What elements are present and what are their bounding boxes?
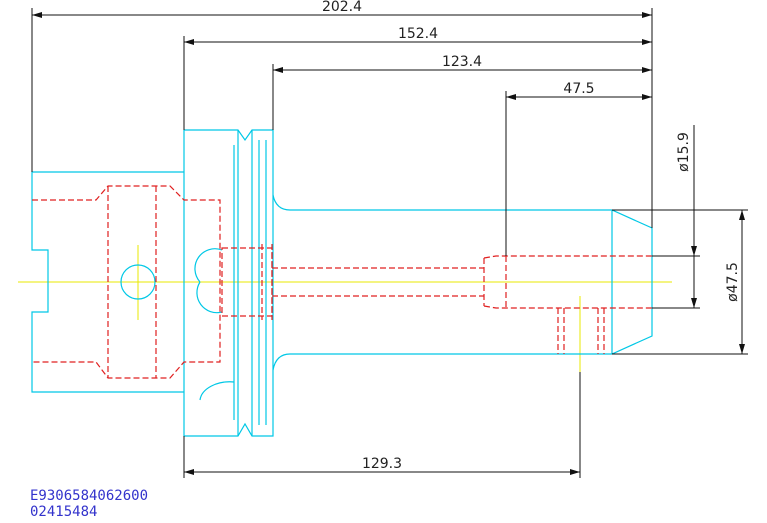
dim-bore-diameter: ø15.9 xyxy=(676,132,692,172)
dim-bore-depth: 47.5 xyxy=(563,81,594,97)
part-code-line-2: 02415484 xyxy=(30,504,98,520)
dimension-arrows xyxy=(32,12,745,475)
dim-neck-to-tip: 123.4 xyxy=(442,54,482,70)
part-code-line-1: E9306584062600 xyxy=(30,488,149,504)
centerline xyxy=(18,245,672,372)
holder-outline xyxy=(31,129,653,437)
dim-overall-length: 202.4 xyxy=(322,0,362,15)
dim-nose-diameter: ø47.5 xyxy=(725,262,741,302)
dimension-labels: 202.4 152.4 123.4 47.5 ø15.9 ø47.5 129.3 xyxy=(322,0,741,472)
dim-flange-to-tip: 152.4 xyxy=(398,26,438,42)
hidden-lines xyxy=(32,185,652,379)
dim-gauge-length: 129.3 xyxy=(362,456,402,472)
dimension-lines xyxy=(31,8,748,478)
